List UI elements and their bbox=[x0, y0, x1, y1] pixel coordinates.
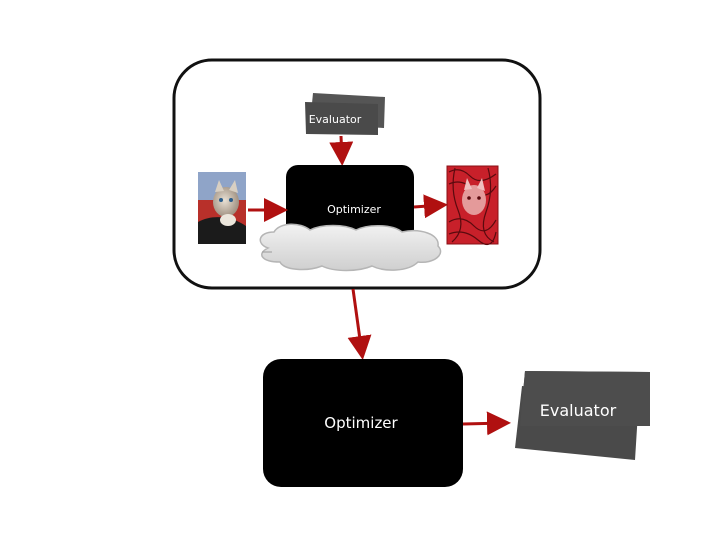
arrow-panel-to-bottom-optimizer bbox=[347, 288, 372, 360]
top-optimizer-box bbox=[286, 165, 414, 245]
input-cat-image bbox=[198, 172, 246, 244]
output-red-cat-image bbox=[446, 165, 499, 246]
arrow-optimizer-to-output bbox=[413, 194, 448, 219]
top-evaluator-label: Evaluator bbox=[309, 113, 362, 126]
top-optimizer-label: Optimizer bbox=[327, 203, 381, 216]
bottom-optimizer-box bbox=[263, 359, 463, 487]
bottom-evaluator-label: Evaluator bbox=[540, 401, 617, 420]
bottom-evaluator-card: Evaluator bbox=[515, 371, 650, 460]
top-evaluator-card: Evaluator bbox=[305, 93, 385, 135]
arrow-evaluator-to-optimizer bbox=[329, 135, 354, 166]
bottom-optimizer-label: Optimizer bbox=[324, 414, 398, 432]
cloud-shape bbox=[259, 223, 442, 272]
arrow-optimizer-to-evaluator bbox=[462, 411, 511, 436]
